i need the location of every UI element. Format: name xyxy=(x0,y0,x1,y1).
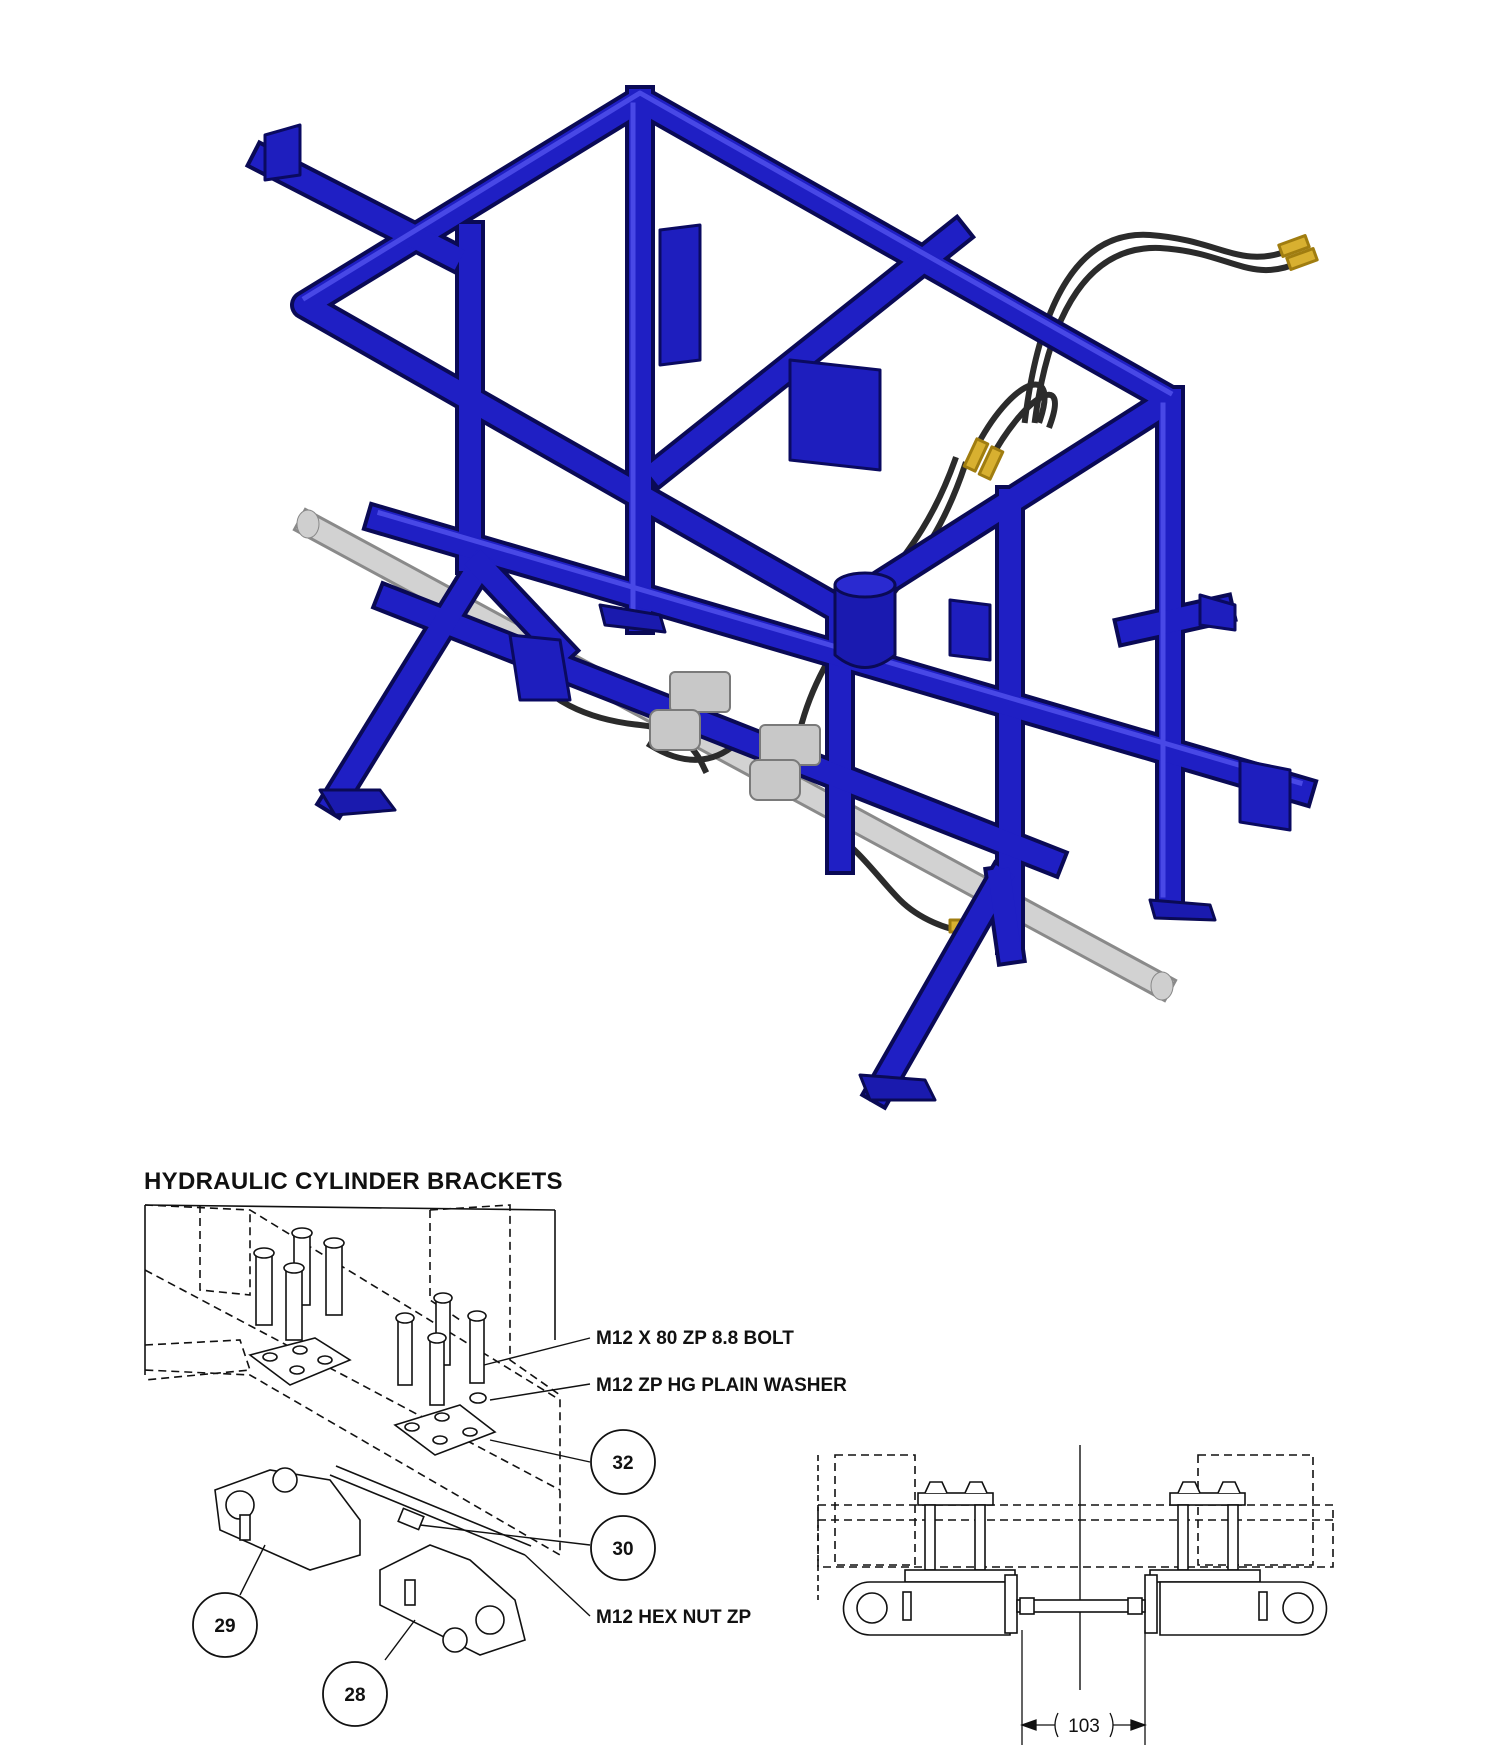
balloon-32-label: 32 xyxy=(612,1453,633,1474)
dimension-103 xyxy=(1020,1630,1147,1745)
callout-bolt: M12 X 80 ZP 8.8 BOLT xyxy=(596,1328,794,1349)
beam-outline xyxy=(144,1204,561,1557)
dimension-value: 103 xyxy=(1068,1716,1100,1737)
mount-brackets xyxy=(263,123,1292,832)
callout-washer: M12 ZP HG PLAIN WASHER xyxy=(596,1375,847,1396)
bolts-group-left xyxy=(248,1227,352,1386)
exploded-view xyxy=(144,1204,656,1727)
feet-plates xyxy=(318,603,1217,1102)
callout-nut: M12 HEX NUT ZP xyxy=(596,1607,752,1628)
balloon-29 xyxy=(192,1592,258,1658)
bracket-part-28 xyxy=(379,1544,526,1656)
cylinder-cup xyxy=(833,571,897,669)
front-beam-dashed xyxy=(817,1454,1334,1568)
cylinder-rod xyxy=(329,1465,532,1556)
section-title: HYDRAULIC CYLINDER BRACKETS xyxy=(144,1168,563,1195)
balloon-29-label: 29 xyxy=(214,1616,235,1637)
bolts-group-right xyxy=(393,1292,497,1456)
balloon-28-label: 28 xyxy=(344,1685,365,1706)
frame-assembly xyxy=(244,85,1319,1111)
labels: 32 30 29 28 M12 X 80 ZP 8.8 BOLT M12 ZP … xyxy=(214,1328,847,1706)
axle-tube xyxy=(292,507,1178,1003)
balloon-28 xyxy=(322,1661,388,1727)
front-brackets xyxy=(842,1574,1328,1636)
cylinder-bracket-parts xyxy=(649,671,821,801)
balloon-30-label: 30 xyxy=(612,1539,633,1560)
front-rod xyxy=(1016,1597,1146,1615)
front-view xyxy=(817,1445,1334,1745)
bracket-part-29 xyxy=(214,1467,361,1571)
balloon-30 xyxy=(590,1515,656,1581)
balloon-32 xyxy=(590,1429,656,1495)
balloon-circles xyxy=(192,1429,656,1727)
leader-lines xyxy=(239,1337,591,1661)
